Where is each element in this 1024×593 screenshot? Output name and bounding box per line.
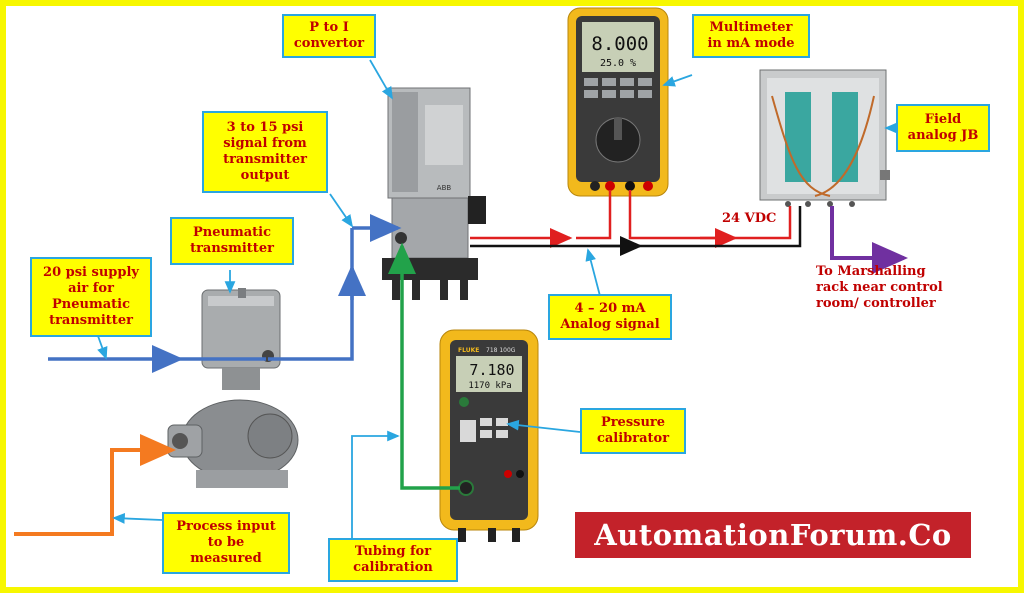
- calibrator-model-text: 718 100G: [486, 347, 516, 354]
- abb-brand-text: ABB: [437, 184, 452, 192]
- field-analog-jb-device: [759, 69, 890, 207]
- label-4-20-ma-signal: 4 – 20 mA Analog signal: [548, 294, 672, 340]
- label-3-15-psi-signal: 3 to 15 psi signal from transmitter outp…: [202, 111, 328, 193]
- calibrator-main-reading: 7.180: [469, 361, 514, 379]
- label-process-input: Process input to be measured: [162, 512, 290, 574]
- leader-process-input: [112, 513, 163, 524]
- calibration-tubing-line: [388, 242, 460, 490]
- fluke-brand-text: FLUKE: [458, 347, 479, 354]
- label-p-to-i-convertor: P to I convertor: [282, 14, 376, 58]
- leader-multimeter: [662, 74, 693, 87]
- leader-pressure-cal: [506, 419, 581, 433]
- leader-p-to-i: [369, 59, 393, 100]
- label-24-vdc: 24 VDC: [722, 211, 777, 226]
- black-signal-line: [470, 206, 802, 248]
- pressure-calibrator-device: FLUKE 718 100G 7.180 1170 kPa: [439, 329, 539, 542]
- multimeter-main-reading: 8.000: [591, 33, 648, 55]
- label-supply-air: 20 psi supply air for Pneumatic transmit…: [30, 257, 152, 337]
- pneumatic-transmitter-device: [167, 288, 299, 488]
- leader-supply-air: [97, 335, 108, 360]
- label-tubing-for-calibration: Tubing for calibration: [328, 538, 458, 582]
- multimeter-device: 8.000 25.0 %: [567, 7, 669, 197]
- label-field-analog-jb: Field analog JB: [896, 104, 990, 152]
- label-marshalling: To Marshalling rack near control room/ c…: [816, 264, 943, 311]
- multimeter-sub-reading: 25.0 %: [600, 58, 636, 69]
- red-meter-lead-in: [576, 190, 612, 240]
- label-pneumatic-transmitter: Pneumatic transmitter: [170, 217, 294, 265]
- label-multimeter: Multimeter in mA mode: [692, 14, 810, 58]
- leader-analog-signal: [585, 248, 601, 297]
- calibrator-sub-reading: 1170 kPa: [468, 381, 511, 391]
- marshalling-line: [830, 206, 908, 274]
- process-input-line: [14, 434, 176, 536]
- p-to-i-converter-device: ABB: [382, 87, 486, 300]
- automationforum-watermark: AutomationForum.Co: [575, 512, 971, 558]
- label-pressure-calibrator: Pressure calibrator: [580, 408, 686, 454]
- leader-tubing: [351, 430, 400, 540]
- leader-3-15-psi: [329, 193, 354, 228]
